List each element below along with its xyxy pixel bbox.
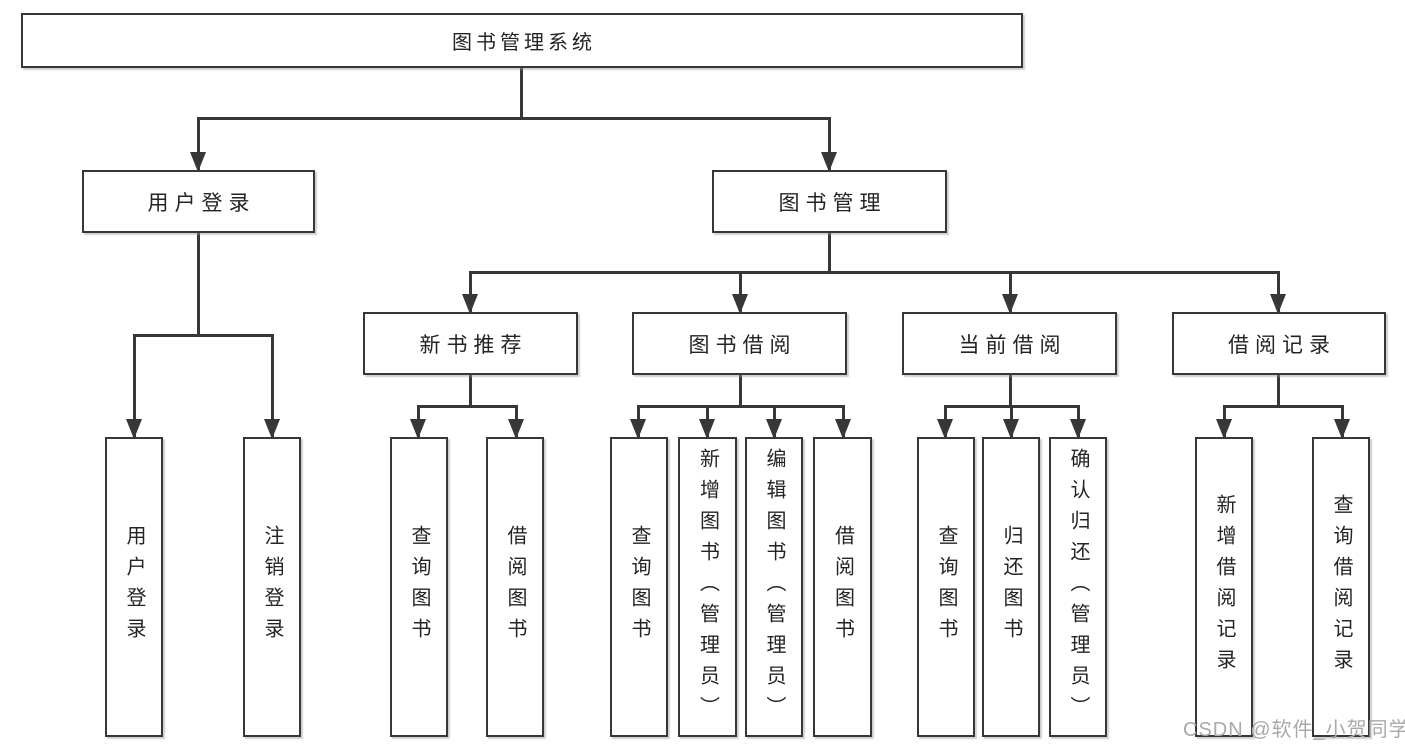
node-current-borrowing-label: 当前借阅 — [958, 333, 1067, 357]
connector-line — [468, 270, 1280, 274]
leaf-records-add-record-label: 新增借阅记录 — [1213, 494, 1235, 680]
arrow-down-icon — [462, 294, 478, 314]
node-user-login: 用户登录 — [82, 170, 315, 233]
node-borrowing-records-label: 借阅记录 — [1228, 333, 1336, 357]
leaf-borrowing-borrow-books-label: 借阅图书 — [831, 525, 854, 649]
connector-line — [270, 335, 274, 439]
connector-line — [1008, 374, 1012, 408]
leaf-recommend-borrow-books: 借阅图书 — [486, 437, 544, 737]
arrow-down-icon — [1270, 294, 1286, 314]
leaf-borrowing-edit-books-admin-label: 编辑图书（管理员） — [763, 447, 785, 727]
connector-line — [1008, 272, 1012, 314]
leaf-logout-label: 注销登录 — [261, 525, 283, 649]
connector-line — [132, 333, 274, 337]
node-book-management-label: 图书管理 — [778, 191, 887, 215]
connector-line — [827, 118, 831, 172]
leaf-current-return-books-label: 归还图书 — [1000, 525, 1022, 649]
connector-line — [1222, 404, 1344, 408]
arrow-down-icon — [835, 419, 851, 439]
node-current-borrowing: 当前借阅 — [902, 312, 1117, 375]
arrow-down-icon — [937, 419, 953, 439]
leaf-recommend-query-books: 查询图书 — [390, 437, 448, 737]
leaf-current-confirm-return-admin: 确认归还（管理员） — [1049, 437, 1107, 737]
arrow-down-icon — [1002, 294, 1018, 314]
leaf-current-query-books: 查询图书 — [917, 437, 975, 737]
leaf-borrowing-borrow-books: 借阅图书 — [813, 437, 872, 737]
arrow-down-icon — [1003, 419, 1019, 439]
arrow-down-icon — [1216, 419, 1232, 439]
node-borrowing-records: 借阅记录 — [1172, 312, 1386, 375]
leaf-records-query-record: 查询借阅记录 — [1312, 437, 1370, 737]
node-book-borrowing-label: 图书借阅 — [688, 333, 797, 357]
connector-line — [519, 67, 523, 120]
arrow-down-icon — [190, 152, 206, 172]
node-new-book-recommend: 新书推荐 — [363, 312, 578, 375]
leaf-current-return-books: 归还图书 — [982, 437, 1040, 737]
watermark: CSDN @软件_小贺同学 — [1183, 719, 1405, 741]
arrow-down-icon — [766, 419, 782, 439]
node-root: 图书管理系统 — [21, 13, 1023, 68]
connector-line — [196, 118, 200, 172]
node-new-book-recommend-label: 新书推荐 — [419, 333, 528, 357]
connector-line — [1276, 374, 1280, 408]
leaf-borrowing-add-books-admin-label: 新增图书（管理员） — [696, 447, 719, 727]
connector-line — [738, 374, 742, 408]
connector-line — [468, 374, 472, 408]
arrow-down-icon — [1070, 419, 1086, 439]
arrow-down-icon — [410, 419, 426, 439]
leaf-recommend-borrow-books-label: 借阅图书 — [504, 525, 526, 649]
connector-line — [196, 116, 831, 120]
leaf-borrowing-add-books-admin: 新增图书（管理员） — [678, 437, 737, 737]
arrow-down-icon — [699, 419, 715, 439]
arrow-down-icon — [1334, 419, 1350, 439]
node-user-login-label: 用户登录 — [147, 191, 256, 215]
connector-line — [827, 232, 831, 274]
leaf-current-query-books-label: 查询图书 — [935, 525, 957, 649]
connector-line — [468, 272, 472, 314]
leaf-borrowing-query-books-label: 查询图书 — [628, 525, 650, 649]
arrow-down-icon — [821, 152, 837, 172]
leaf-borrowing-edit-books-admin: 编辑图书（管理员） — [745, 437, 803, 737]
node-book-management: 图书管理 — [712, 170, 947, 233]
connector-line — [416, 404, 518, 408]
arrow-down-icon — [732, 294, 748, 314]
leaf-borrowing-query-books: 查询图书 — [610, 437, 668, 737]
leaf-user-login: 用户登录 — [105, 437, 163, 737]
leaf-records-add-record: 新增借阅记录 — [1195, 437, 1253, 737]
connector-line — [132, 335, 136, 439]
leaf-user-login-label: 用户登录 — [123, 525, 145, 649]
arrow-down-icon — [264, 419, 280, 439]
connector-line — [196, 232, 200, 337]
leaf-recommend-query-books-label: 查询图书 — [408, 525, 430, 649]
connector-line — [1276, 272, 1280, 314]
leaf-logout: 注销登录 — [243, 437, 301, 737]
node-root-label: 图书管理系统 — [452, 32, 596, 54]
arrow-down-icon — [126, 419, 142, 439]
connector-line — [738, 272, 742, 314]
leaf-current-confirm-return-admin-label: 确认归还（管理员） — [1067, 447, 1089, 727]
arrow-down-icon — [508, 419, 524, 439]
leaf-records-query-record-label: 查询借阅记录 — [1330, 494, 1352, 680]
connector-line — [636, 404, 845, 408]
arrow-down-icon — [630, 419, 646, 439]
node-book-borrowing: 图书借阅 — [632, 312, 847, 375]
